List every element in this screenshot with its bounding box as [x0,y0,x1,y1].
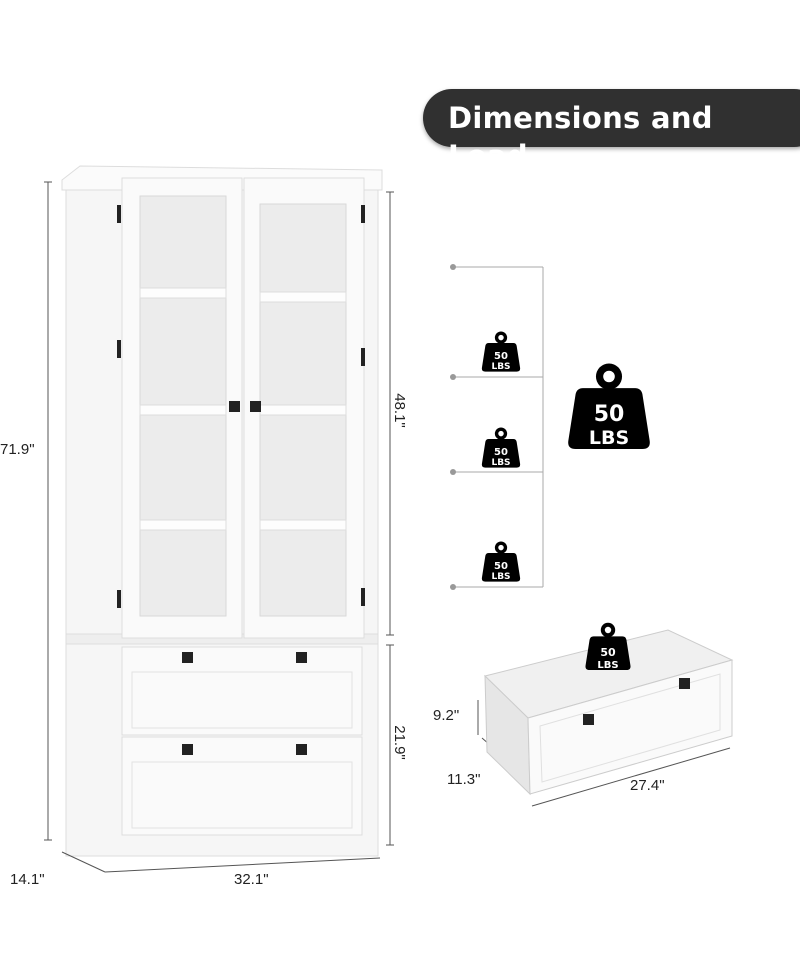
title: Dimensions and Load [448,101,713,173]
svg-text:50: 50 [494,447,508,458]
drawer [484,629,734,796]
svg-text:50: 50 [494,351,508,362]
svg-text:LBS: LBS [491,572,510,582]
title-banner [423,89,800,147]
width-label: 32.1" [234,871,269,888]
svg-text:LBS: LBS [597,660,618,671]
shelf-load-guide [450,264,544,590]
total-height-label: 71.9" [0,441,35,458]
svg-text:LBS: LBS [491,362,510,372]
svg-text:LBS: LBS [491,458,510,468]
cabinet [61,165,383,857]
drawer-depth-label: 11.3" [447,771,481,788]
depth-label: 14.1" [10,871,45,888]
drawer-height-label: 9.2" [433,707,460,724]
drawer-width-label: 27.4" [630,777,665,794]
svg-text:50: 50 [600,646,616,659]
lower-height-label: 21.9" [390,725,408,760]
svg-text:50: 50 [594,402,625,427]
svg-text:50: 50 [494,561,508,572]
svg-text:LBS: LBS [589,427,629,449]
upper-height-label: 48.1" [390,393,408,428]
